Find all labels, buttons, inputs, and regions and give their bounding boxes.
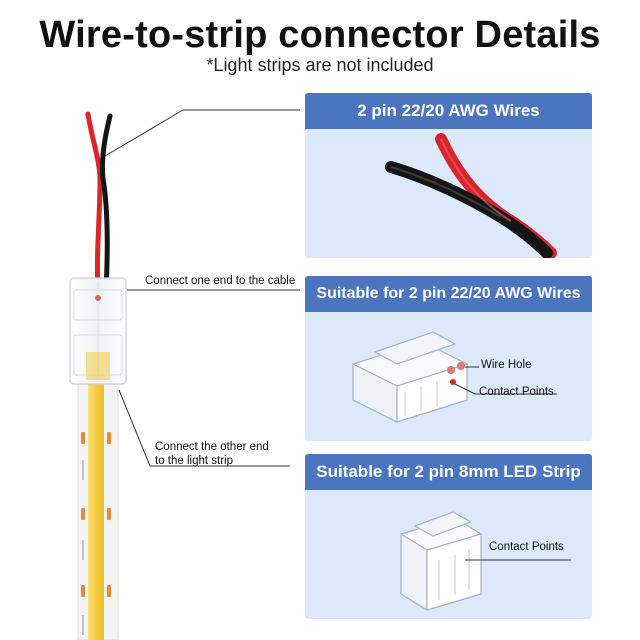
page-title: Wire-to-strip connector Details xyxy=(39,14,601,56)
panel-wires: 2 pin 22/20 AWG Wires xyxy=(305,93,592,258)
panel-wires-title: 2 pin 22/20 AWG Wires xyxy=(305,93,592,129)
panel-wire-connector: Suitable for 2 pin 22/20 AWG Wires Wire … xyxy=(305,276,592,441)
panel-strip-connector: Suitable for 2 pin 8mm LED Strip Contact… xyxy=(305,454,592,619)
callout-strip-line2: to the light strip xyxy=(155,455,233,467)
callout-cable: Connect one end to the cable xyxy=(145,275,296,287)
wire-hole-label: Wire Hole xyxy=(481,359,532,371)
connector xyxy=(69,277,127,385)
panel-wire-connector-title: Suitable for 2 pin 22/20 AWG Wires xyxy=(305,276,592,312)
leader-lines xyxy=(104,109,300,467)
led-strip xyxy=(77,359,119,640)
connector-strip-side-image xyxy=(400,511,571,612)
cable-wires xyxy=(85,111,113,293)
wire-closeup-image xyxy=(385,133,557,258)
page-subtitle: *Light strips are not included xyxy=(206,55,434,75)
panel-wires-body xyxy=(305,129,592,258)
product-illustration xyxy=(69,109,300,640)
panel-strip-connector-body: Contact Points xyxy=(305,490,592,619)
contact-points-label: Contact Points xyxy=(479,386,554,398)
panel-wire-connector-body: Wire Hole Contact Points xyxy=(305,312,592,441)
panel-strip-connector-title: Suitable for 2 pin 8mm LED Strip xyxy=(305,454,592,490)
strip-contact-points-label: Contact Points xyxy=(489,541,564,553)
connector-wire-side-image xyxy=(352,331,557,423)
callout-strip-line1: Connect the other end xyxy=(155,441,269,453)
